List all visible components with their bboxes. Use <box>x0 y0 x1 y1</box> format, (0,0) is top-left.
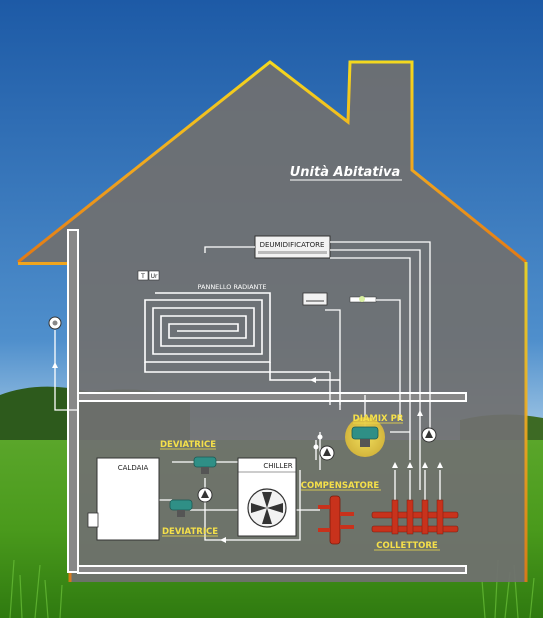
chiller-unit[interactable]: CHILLER <box>237 457 297 537</box>
deumidificatore-unit[interactable]: DEUMIDIFICATORE <box>254 235 331 259</box>
deviatrice-top-valve[interactable] <box>193 456 217 474</box>
thermometer-compensatore <box>313 434 323 450</box>
pump-right[interactable] <box>421 427 437 443</box>
unit-title: Unità Abitativa <box>290 165 401 180</box>
pump-deviatrice[interactable] <box>197 487 213 503</box>
thermostat-ur-label: Ur <box>151 273 158 280</box>
radiant-panel-coil <box>144 292 340 381</box>
probe <box>48 316 62 330</box>
deumidificatore-label: DEUMIDIFICATORE <box>260 241 325 249</box>
house-eave-left <box>18 262 70 265</box>
diamix-valve[interactable] <box>351 426 379 447</box>
compensatore-tank[interactable] <box>318 495 354 545</box>
deviatrice-top-label: DEVIATRICE <box>160 440 216 450</box>
house-outline <box>17 60 527 264</box>
pipe-network <box>54 241 441 541</box>
caldaia-label: CALDAIA <box>118 464 149 472</box>
collettore-manifold[interactable] <box>371 499 459 535</box>
house-body <box>18 62 526 582</box>
thermostat-t-label: T <box>140 273 145 280</box>
chiller-label: CHILLER <box>263 462 292 470</box>
pannello-radiante-label: PANNELLO RADIANTE <box>198 283 267 291</box>
structure <box>67 229 467 574</box>
deviatrice-bottom-valve[interactable] <box>169 499 193 517</box>
pump-compensatore[interactable] <box>319 445 335 461</box>
deviatrice-bottom-label: DEVIATRICE <box>162 527 218 537</box>
diamix-label: DIAMIX PR <box>353 414 404 424</box>
air-vent[interactable] <box>349 296 377 303</box>
thermostat[interactable]: T Ur <box>137 270 160 281</box>
split-unit[interactable] <box>302 292 328 306</box>
grass-blades <box>9 559 535 618</box>
caldaia-boiler[interactable]: CALDAIA <box>87 457 160 541</box>
collettore-label: COLLETTORE <box>376 541 438 551</box>
chiller-fan-blades <box>251 492 283 524</box>
compensatore-label: COMPENSATORE <box>301 481 380 491</box>
vent-spark-icon <box>359 296 365 302</box>
